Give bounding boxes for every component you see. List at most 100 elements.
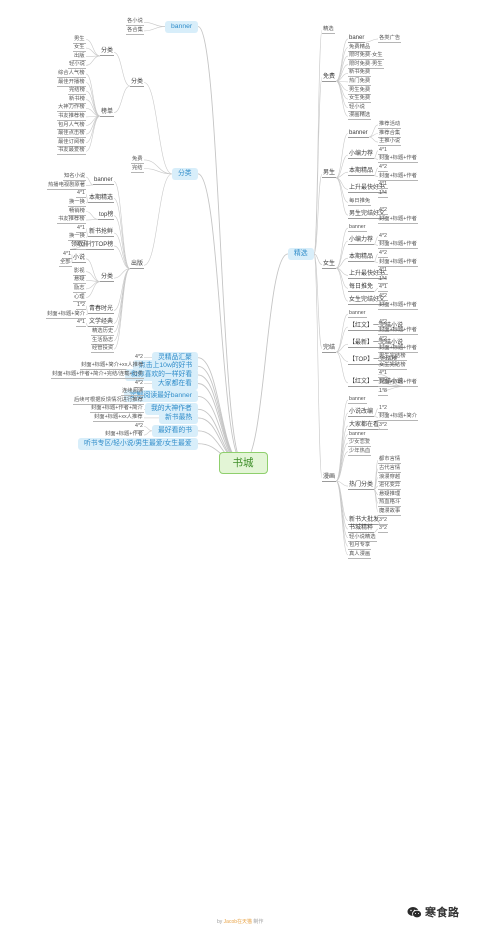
branch-topic: 新书最热: [159, 411, 199, 424]
leaf-node: 全部: [59, 259, 72, 268]
footer-author: Jacob在天猫: [223, 919, 253, 925]
connector-line: [113, 268, 131, 333]
leaf-node: 4*2: [378, 292, 388, 301]
branch-topic: 最好看的书: [152, 424, 198, 437]
leaf-node: 封面+标题+作者+简介+完结/连载+分类: [51, 370, 145, 379]
connector-line: [335, 80, 349, 108]
leaf-node: 1*4: [378, 275, 388, 284]
leaf-node: 封面+标题+作者: [378, 327, 418, 336]
subtopic-node: 大家都在看: [348, 421, 381, 430]
subtopic-node: 新书大批发: [348, 516, 381, 525]
leaf-node: 完结榜: [68, 87, 86, 96]
connector-line: [313, 174, 323, 255]
connector-line: [85, 47, 101, 57]
leaf-node: 畅销榜: [68, 207, 86, 216]
connector-line: [335, 47, 349, 82]
subtopic-node: 小说改编: [348, 409, 375, 417]
connector-line: [313, 77, 323, 255]
branch-topic: 听书专区/轻小说/男生最爱/女生最爱: [78, 437, 198, 450]
leaf-node: 4*1: [378, 181, 388, 190]
connector-line: [143, 82, 173, 175]
connector-line: [143, 430, 153, 436]
leaf-node: 推荐合集: [378, 129, 402, 138]
branch-topic: 精选: [288, 247, 314, 260]
connector-line: [85, 99, 101, 117]
leaf-node: 3*2: [378, 516, 388, 525]
leaf-node: 男生: [73, 35, 86, 44]
leaf-node: banner: [348, 224, 367, 233]
connector-line: [113, 268, 131, 324]
subtopic-node: 分类: [100, 48, 115, 57]
leaf-node: 知名小说: [63, 173, 87, 182]
connector-line: [368, 136, 379, 143]
connector-line: [85, 115, 101, 152]
connector-line: [85, 281, 101, 290]
leaf-node: 女生完结榜: [378, 361, 407, 370]
connector-line: [143, 173, 173, 266]
subtopic-node: 新书抢鲜: [88, 229, 115, 237]
leaf-node: 书友推荐榜: [57, 112, 86, 121]
leaf-node: 女生: [73, 44, 86, 53]
leaf-node: 3*2: [378, 525, 388, 534]
connector-line: [85, 201, 89, 204]
leaf-node: 心理: [73, 293, 86, 302]
leaf-node: 免费: [131, 155, 144, 164]
leaf-node: 最佳订阅榜: [57, 138, 86, 147]
leaf-node: 轻小说: [348, 103, 366, 112]
connector-line: [373, 528, 379, 533]
footer-pre: by: [217, 919, 224, 925]
connector-line: [85, 313, 89, 315]
leaf-node: 大神力作榜: [57, 104, 86, 113]
subtopic-node: 上升最快好书: [348, 185, 387, 194]
leaf-node: 悬疑: [73, 276, 86, 285]
leaf-node: 最佳开播榜: [57, 78, 86, 87]
connector-line: [335, 480, 349, 547]
leaf-node: 封面+标题+简介+xx人推荐: [80, 362, 145, 371]
leaf-node: 封面+标题+xx人推荐: [93, 413, 144, 422]
subtopic-node: 出版: [130, 261, 145, 270]
leaf-node: 悬疑推理: [378, 490, 402, 499]
leaf-node: 封面+标题+作者: [378, 378, 418, 387]
branch-topic: 定制阅读最好banner: [124, 390, 198, 403]
leaf-node: 4*2: [134, 379, 144, 388]
leaf-node: 主推小说: [378, 138, 402, 147]
leaf-node: 1*4: [378, 189, 388, 198]
leaf-node: 最佳点击榜: [57, 130, 86, 139]
leaf-node: 4*2: [378, 163, 388, 172]
leaf-node: 真人漫画: [348, 550, 372, 559]
connector-line: [85, 115, 101, 143]
leaf-node: 封面+标题+作者: [378, 258, 418, 267]
connector-line: [197, 26, 244, 464]
subtopic-node: 榜单: [100, 108, 115, 117]
leaf-node: 4*1: [378, 370, 388, 379]
connector-line: [113, 215, 131, 270]
leaf-node: 热血格斗: [378, 499, 402, 508]
leaf-node: 连续阅读: [121, 388, 145, 397]
connector-line: [335, 257, 349, 269]
leaf-node: 4*1: [378, 267, 388, 276]
subtopic-node: 【红文】一完结小说: [348, 323, 405, 331]
leaf-node: 女生免费: [348, 95, 372, 104]
subtopic-node: banner: [93, 177, 114, 186]
connector-line: [335, 38, 349, 82]
subtopic-node: 【TOP】一完结榜: [348, 357, 399, 366]
leaf-node: 热门免费: [348, 77, 372, 86]
connector-line: [85, 219, 99, 221]
connector-line: [335, 177, 349, 216]
leaf-node: 4*1: [62, 250, 72, 259]
leaf-node: 1*2: [76, 302, 86, 311]
connector-line: [373, 489, 379, 513]
leaf-node: banner: [348, 396, 367, 405]
leaf-node: 男生免费: [348, 86, 372, 95]
connector-line: [113, 52, 131, 87]
watermark: 寒食路: [407, 904, 460, 920]
leaf-node: 出版: [73, 52, 86, 61]
leaf-node: 后续可根据反馈情况进行推荐: [73, 396, 144, 405]
subtopic-node: 小说: [72, 254, 87, 263]
connector-line: [85, 176, 94, 186]
leaf-node: 换一换: [68, 198, 86, 207]
leaf-node: 推荐活动: [378, 120, 402, 129]
leaf-node: 封面+标题+简介: [46, 310, 86, 319]
connector-line: [113, 268, 131, 279]
